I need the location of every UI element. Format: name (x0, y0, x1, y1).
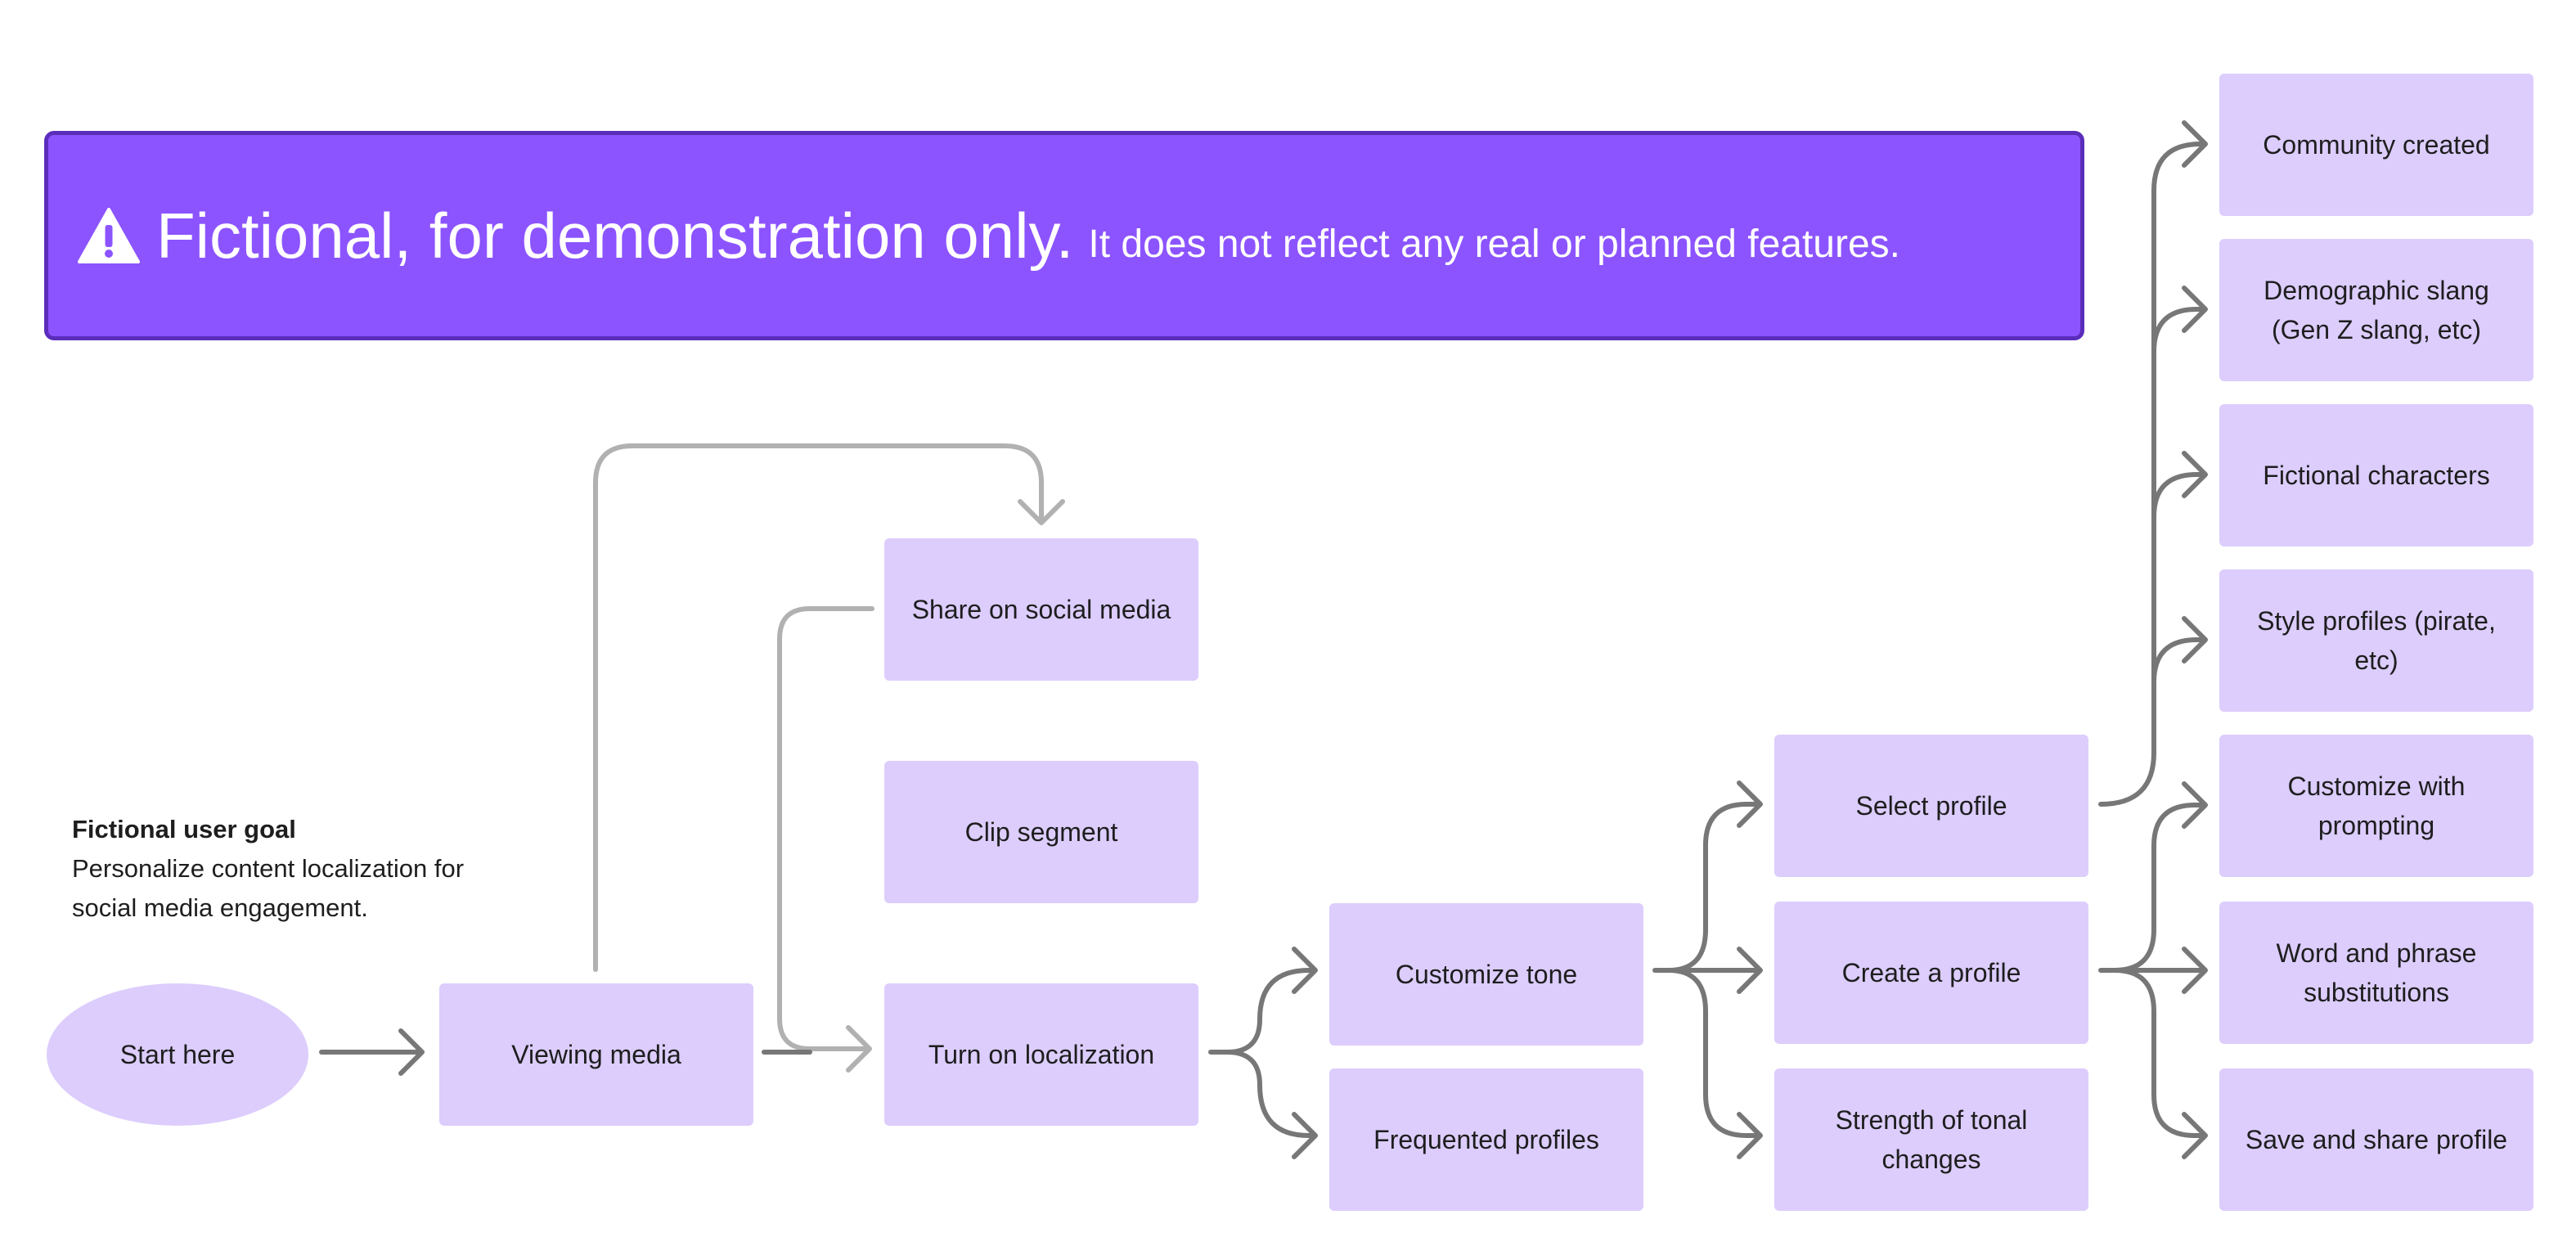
connector-tone-to-strength (1666, 968, 1761, 1138)
node-save-and-share-profile[interactable]: Save and share profile (2219, 1068, 2533, 1211)
connector-viewing-to-share (593, 443, 1044, 972)
arrowhead-style (2182, 616, 2208, 663)
arrowhead-viewing (398, 1028, 425, 1076)
connector-branch-demographic (2151, 307, 2206, 354)
banner-subtext: It does not reflect any real or planned … (1088, 222, 1901, 266)
connector-branch-style (2151, 637, 2206, 685)
node-start-here[interactable]: Start here (47, 983, 308, 1126)
warning-icon (78, 208, 140, 263)
arrowhead-frequented-profiles (1292, 1112, 1318, 1159)
node-customize-with-prompting[interactable]: Customize with prompting (2219, 735, 2533, 877)
node-customize-tone[interactable]: Customize tone (1329, 903, 1643, 1046)
connector-branch-fictional (2151, 472, 2206, 520)
arrowhead-create-profile (1737, 947, 1763, 994)
node-strength-of-tonal-changes[interactable]: Strength of tonal changes (1774, 1068, 2088, 1211)
user-goal-title: Fictional user goal (72, 815, 296, 843)
node-clip-segment[interactable]: Clip segment (884, 761, 1198, 903)
connector-localization-branch-lower (1225, 1050, 1316, 1138)
arrowhead-community (2182, 120, 2208, 168)
node-viewing-media[interactable]: Viewing media (439, 983, 753, 1126)
node-create-a-profile[interactable]: Create a profile (1774, 902, 2088, 1044)
arrowhead-prompting (2182, 781, 2208, 829)
arrowhead-share-top (1018, 499, 1065, 525)
connector-share-to-localization (777, 606, 874, 1051)
node-style-profiles[interactable]: Style profiles (pirate, etc) (2219, 569, 2533, 712)
node-select-profile[interactable]: Select profile (1774, 735, 2088, 877)
node-community-created[interactable]: Community created (2219, 74, 2533, 216)
connector-create-to-prompting (2112, 803, 2206, 973)
node-demographic-slang[interactable]: Demographic slang (Gen Z slang, etc) (2219, 239, 2533, 381)
connector-tone-to-select (1666, 802, 1761, 973)
disclaimer-banner: Fictional, for demonstration only. It do… (44, 131, 2084, 340)
banner-headline: Fictional, for demonstration only. (156, 199, 1074, 272)
node-share-on-social-media[interactable]: Share on social media (884, 538, 1198, 681)
arrowhead-customize-tone (1292, 947, 1318, 994)
node-fictional-characters[interactable]: Fictional characters (2219, 404, 2533, 547)
arrowhead-save-share (2182, 1112, 2208, 1159)
user-goal-description: Personalize content localization for soc… (72, 854, 465, 922)
arrowhead-strength (1737, 1112, 1763, 1159)
arrowhead-select-profile (1737, 780, 1763, 828)
arrowhead-word-phrase (2182, 947, 2208, 994)
connector-localization-branch (1208, 968, 1316, 1055)
arrowhead-localization (846, 1025, 872, 1073)
node-turn-on-localization[interactable]: Turn on localization (884, 983, 1198, 1126)
connector-select-branch (2098, 142, 2206, 807)
arrowhead-fictional (2182, 451, 2208, 498)
user-goal: Fictional user goal Personalize content … (72, 810, 497, 928)
node-frequented-profiles[interactable]: Frequented profiles (1329, 1068, 1643, 1211)
arrowhead-demographic (2182, 286, 2208, 333)
node-word-and-phrase-substitutions[interactable]: Word and phrase substitutions (2219, 902, 2533, 1044)
connector-create-to-save (2112, 968, 2206, 1138)
